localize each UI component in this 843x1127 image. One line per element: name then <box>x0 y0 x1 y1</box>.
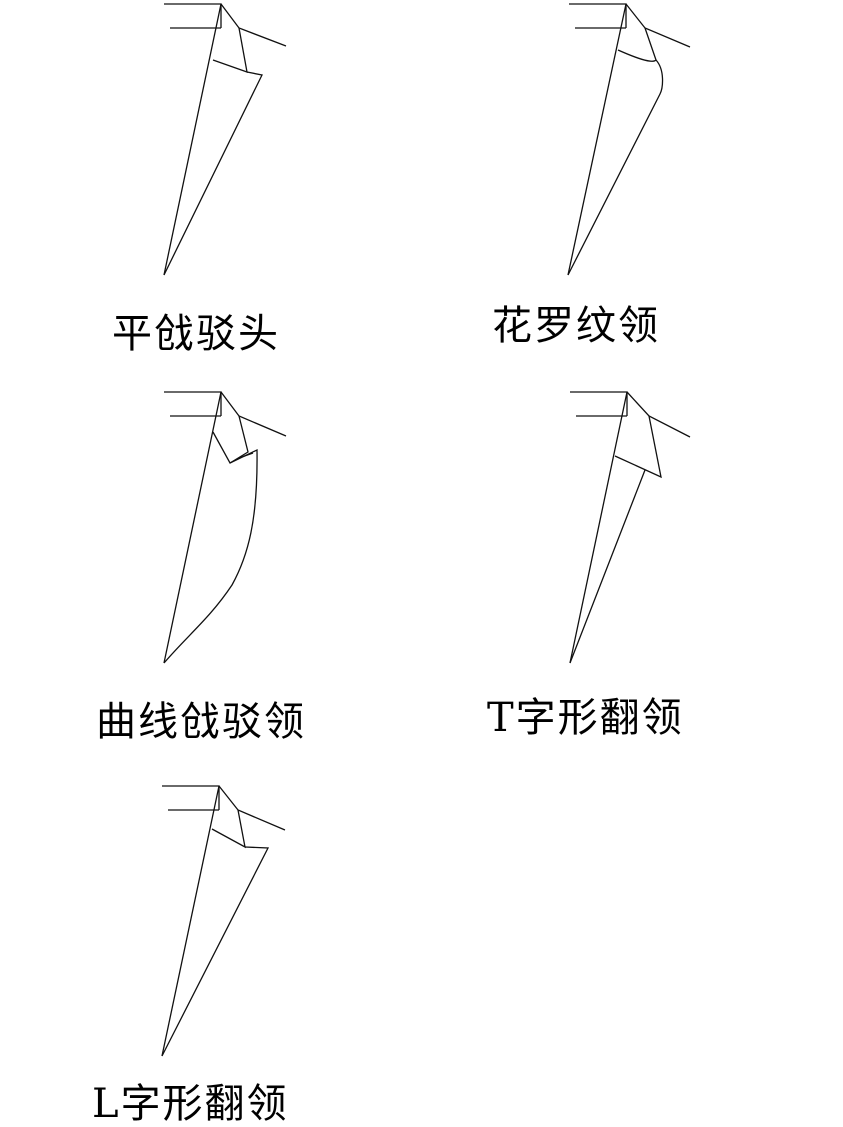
caption-flat-notch-lapel: 平戗驳头 <box>112 311 280 357</box>
rounded-lapel-icon <box>567 3 691 276</box>
notch-lapel-flat-icon <box>163 3 287 276</box>
caption-curved-peak-lapel: 曲线戗驳领 <box>96 699 306 745</box>
curved-peak-lapel-icon <box>163 391 287 664</box>
caption-rounded-lapel: 花罗纹领 <box>492 303 660 349</box>
l-shaped-lapel-icon <box>161 785 286 1057</box>
caption-t-shaped-lapel: T字形翻领 <box>487 695 684 741</box>
t-shaped-lapel-icon <box>569 391 691 664</box>
caption-l-shaped-lapel: L字形翻领 <box>92 1081 289 1127</box>
